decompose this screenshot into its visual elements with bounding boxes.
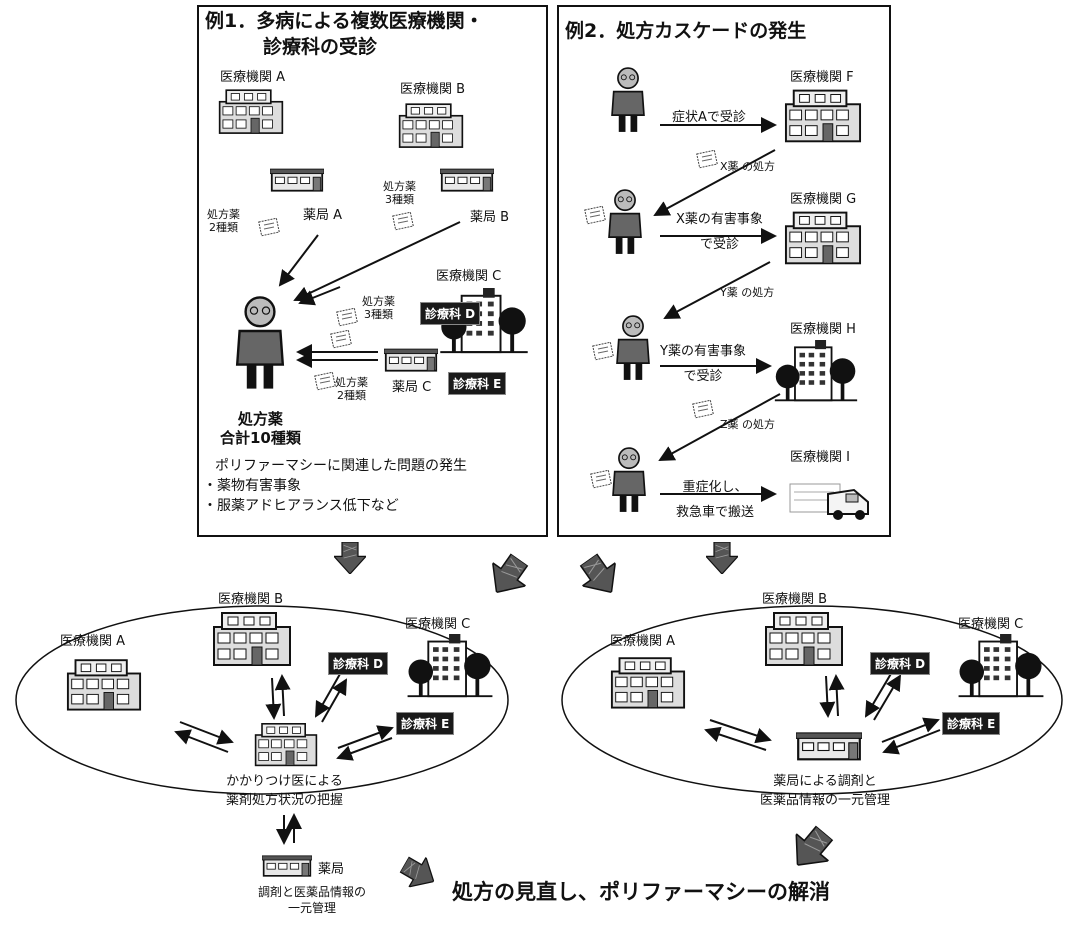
pharmacy-a-label: 薬局 A [303,208,343,223]
bl-dept-d-badge: 診療科 D [328,652,389,675]
bl-hospital-b-label: 医療機関 B [218,592,284,607]
rx-z-label: Z薬 の処方 [720,418,776,431]
pharmacy-b-label: 薬局 B [470,210,510,225]
br-hospital-a-label: 医療機関 A [610,634,676,649]
bl-pharmacy-label: 薬局 [318,862,345,877]
hospital-building-icon [764,611,844,667]
br-hospital-b-label: 医療機関 B [762,592,828,607]
br-dept-d-badge: 診療科 D [870,652,931,675]
example1-title: 例1．多病による複数医療機関・ 診療科の受診 [205,10,484,58]
adverse-y-visit: Y薬の有害事象 で受診 [660,344,746,384]
rx-y-label: Y薬 の処方 [720,286,775,299]
hospital-h-label: 医療機関 H [790,322,856,337]
total-rx-label: 処方薬 合計10種類 [220,410,301,447]
hospital-b-label: 医療機関 B [400,82,466,97]
hospital-a-label: 医療機関 A [220,70,286,85]
bl-dept-e-badge: 診療科 E [396,712,455,735]
pharmacy-icon [796,731,862,761]
pharmacy-central-caption: 薬局による調剤と 医薬品情報の一元管理 [760,774,891,808]
hospital-i-label: 医療機関 I [790,450,850,465]
hospital-g-label: 医療機関 G [790,192,857,207]
rx-count-b: 処方薬 3種類 [383,180,416,206]
rx-count-c-upper: 処方薬 3種類 [362,295,395,321]
hospital-f-label: 医療機関 F [790,70,854,85]
family-doctor-caption: かかりつけ医による 薬剤処方状況の把握 [226,774,344,808]
bl-hospital-a-label: 医療機関 A [60,634,126,649]
pharmacy-c-label: 薬局 C [392,380,432,395]
visit-symptom-a: 症状Aで受診 [672,110,746,125]
hospital-c-label: 医療機関 C [436,269,502,284]
hospital-building-icon [610,657,686,709]
adverse-x-visit: X薬の有害事象 で受診 [676,212,763,252]
bl-hospital-c-label: 医療機関 C [405,617,471,632]
ambulance-icon [789,483,869,520]
dept-e-badge: 診療科 E [448,372,507,395]
br-dept-e-badge: 診療科 E [942,712,1001,735]
dept-d-badge: 診療科 D [420,302,481,325]
rx-count-a: 処方薬 2種類 [207,208,240,234]
polypharmacy-problems: ポリファーマシーに関連した問題の発生 ・薬物有害事象 ・服薬アドヒアランス低下な… [203,458,467,514]
large-hospital-icon [958,634,1044,698]
rx-x-label: X薬 の処方 [720,160,776,173]
severe-transport: 重症化し、 救急車で搬送 [676,480,755,520]
example2-title: 例2．処方カスケードの発生 [565,20,807,42]
br-hospital-c-label: 医療機関 C [958,617,1024,632]
bl-pharmacy-caption: 調剤と医薬品情報の 一元管理 [258,885,367,915]
rx-count-c-lower: 処方薬 2種類 [335,376,368,402]
conclusion-text: 処方の見直し、ポリファーマシーの解消 [452,880,830,904]
